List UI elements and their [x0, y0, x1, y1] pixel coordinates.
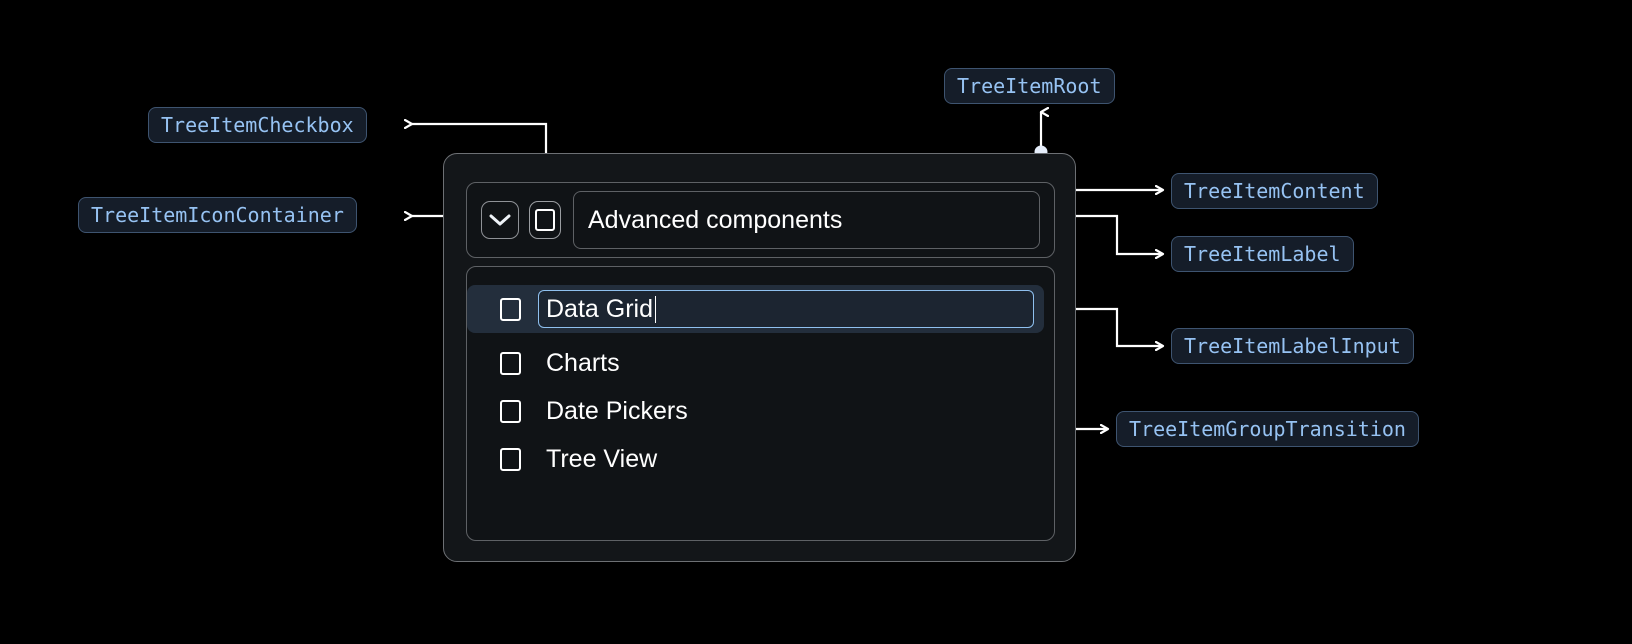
tree-item-row-data-grid[interactable]: Data Grid [467, 285, 1044, 333]
checkbox-square-icon [535, 209, 555, 231]
tree-item-row-tree-view[interactable]: Tree View [467, 435, 1054, 483]
tree-item-label-charts: Charts [546, 348, 620, 377]
annotation-chip-tree-item-root: TreeItemRoot [944, 68, 1115, 104]
tree-item-label-date-pickers: Date Pickers [546, 396, 688, 425]
tree-item-checkbox-charts[interactable] [500, 351, 521, 375]
tree-item-row-date-pickers[interactable]: Date Pickers [467, 387, 1054, 435]
tree-item-checkbox-tree-view[interactable] [500, 447, 521, 471]
tree-item-checkbox-date-pickers[interactable] [500, 399, 521, 423]
tree-item-label-input-value: Data Grid [546, 294, 653, 323]
annotation-chip-tree-item-checkbox: TreeItemCheckbox [148, 107, 367, 143]
chevron-down-icon [489, 214, 511, 226]
text-caret [654, 295, 657, 323]
tree-item-row-charts[interactable]: Charts [467, 339, 1054, 387]
annotation-chip-tree-item-icon-container: TreeItemIconContainer [78, 197, 357, 233]
tree-item-label-tree-view: Tree View [546, 444, 658, 473]
annotation-chip-tree-item-group-transition: TreeItemGroupTransition [1116, 411, 1419, 447]
annotation-chip-tree-item-label: TreeItemLabel [1171, 236, 1354, 272]
tree-item-checkbox-data-grid[interactable] [500, 297, 521, 321]
tree-item-checkbox[interactable] [529, 201, 561, 239]
tree-item-label-input[interactable]: Data Grid [538, 290, 1034, 328]
tree-item-label-text: Advanced components [588, 205, 843, 234]
annotation-chip-tree-item-content: TreeItemContent [1171, 173, 1378, 209]
tree-item-label[interactable]: Advanced components [573, 191, 1040, 249]
annotation-chip-tree-item-label-input: TreeItemLabelInput [1171, 328, 1414, 364]
tree-item-icon-container[interactable] [481, 201, 519, 239]
tree-item-group-transition: Data Grid Charts Date Pickers Tree View [466, 266, 1055, 541]
tree-item-root[interactable]: Advanced components Data Grid Charts Dat… [443, 153, 1076, 562]
tree-item-content[interactable]: Advanced components [466, 182, 1055, 258]
